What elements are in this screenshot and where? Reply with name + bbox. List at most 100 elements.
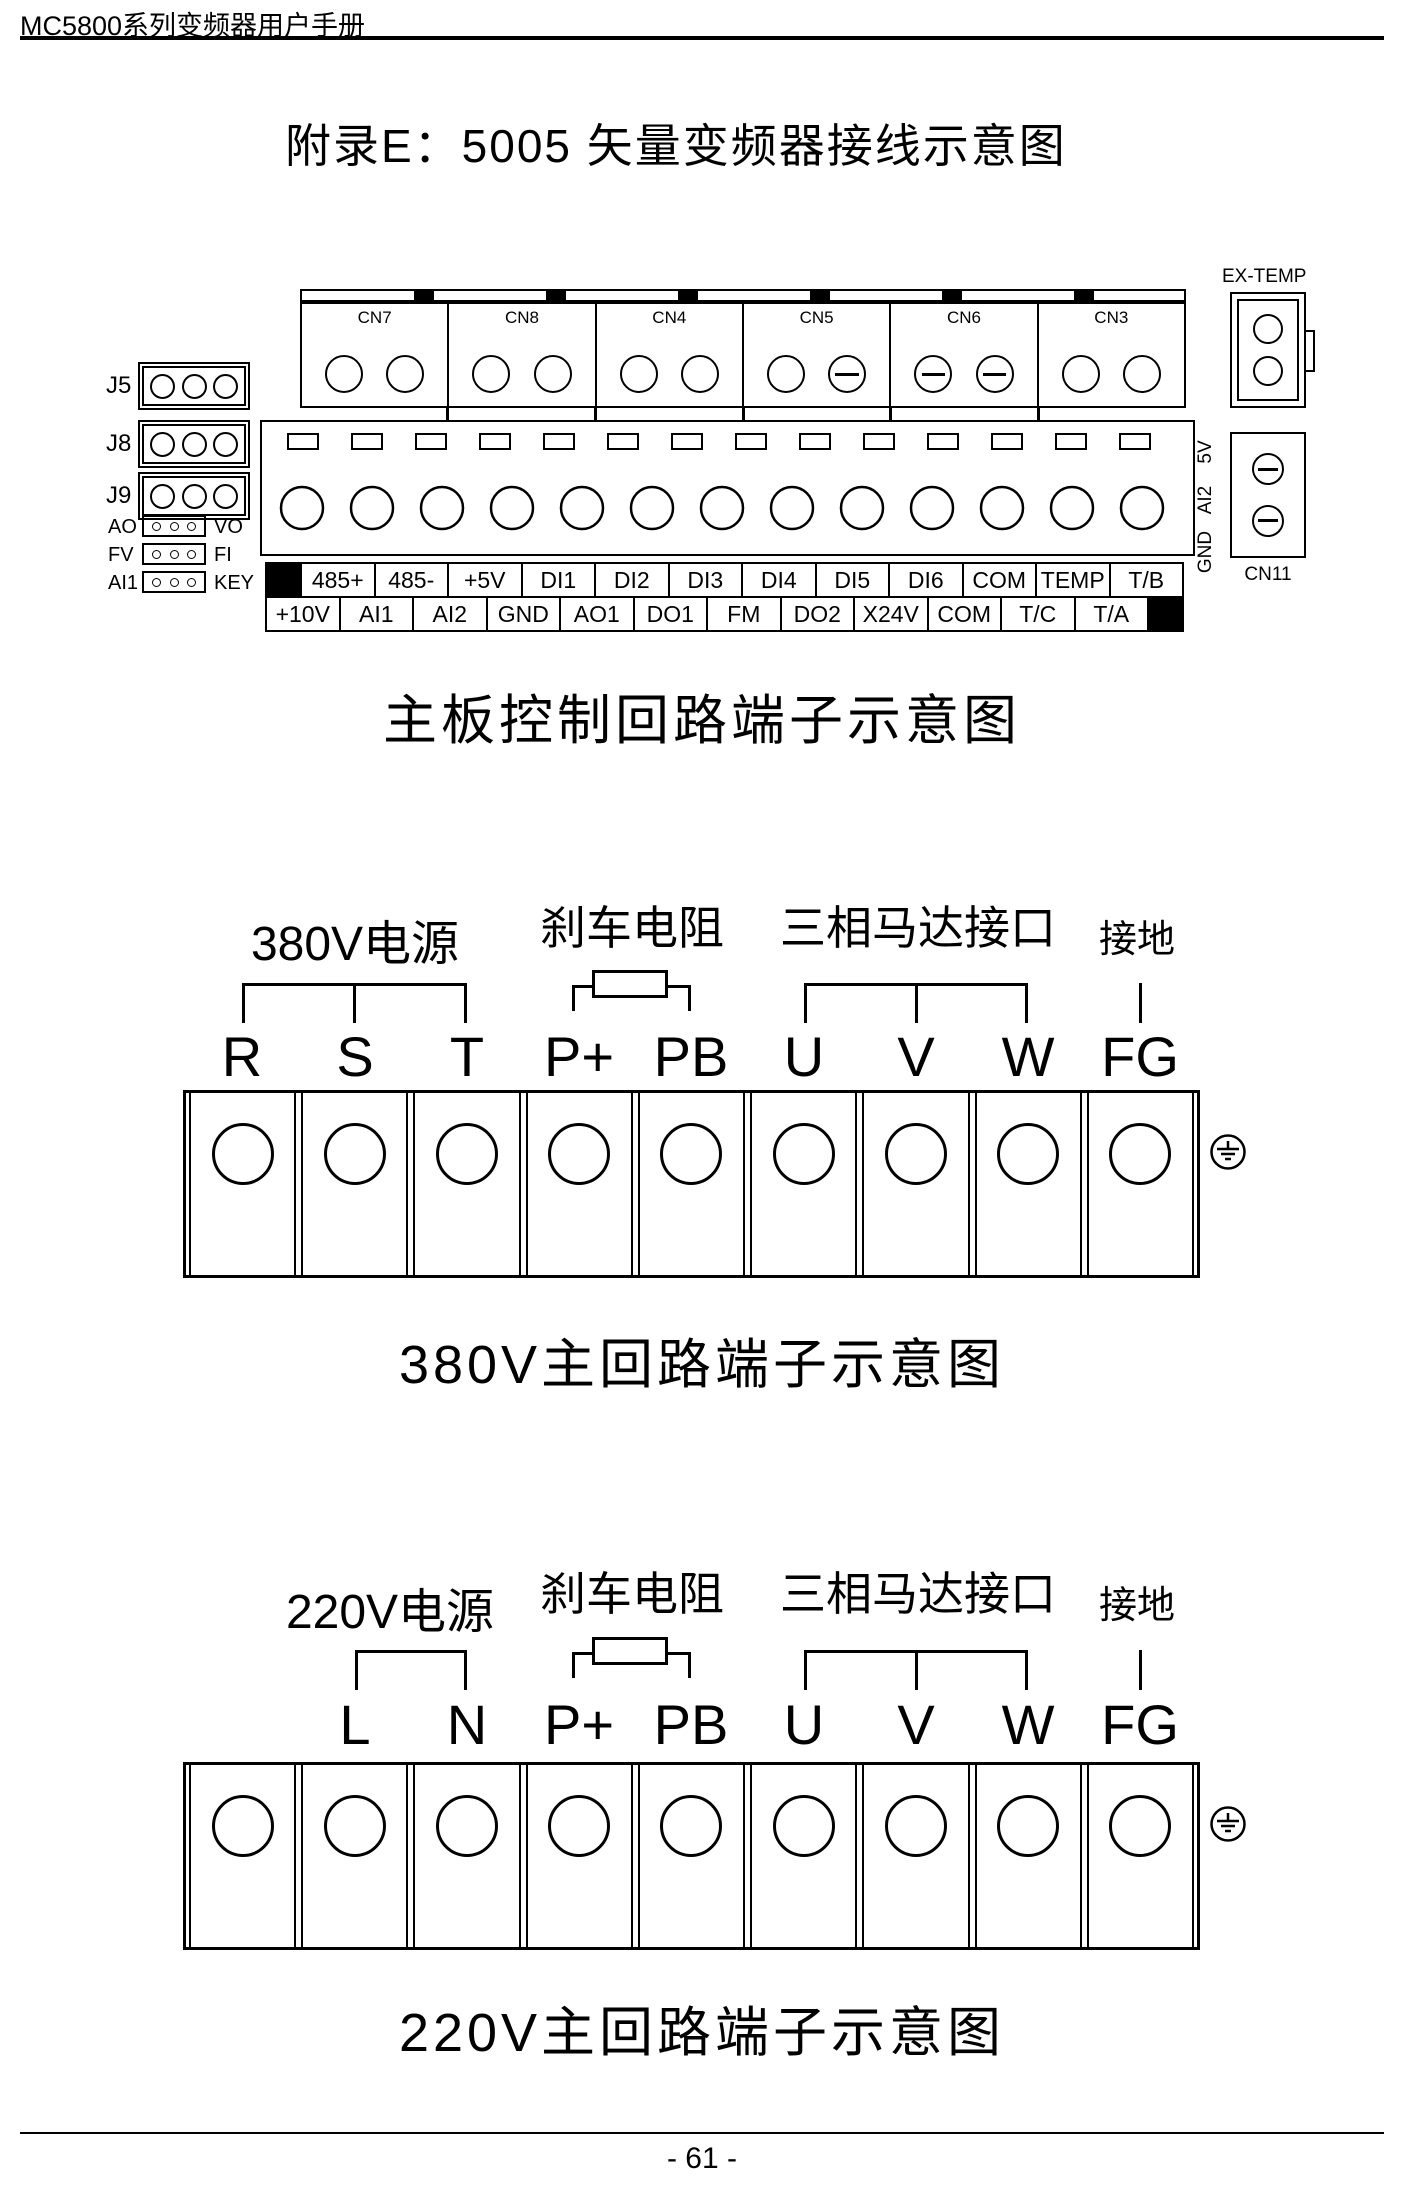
connector-hole	[150, 483, 176, 509]
terminal-cell	[974, 1765, 1082, 1947]
terminal-cell: DI5	[814, 562, 890, 598]
power-220v-label: 220V电源	[285, 1586, 495, 1639]
terminal-cell: +5V	[447, 562, 523, 598]
ground-label: 接地	[1098, 919, 1176, 961]
board-middle-band	[260, 420, 1195, 556]
main-terminal-block-380v	[183, 1090, 1200, 1278]
terminal-cell: DI1	[520, 562, 596, 598]
connector-hole	[212, 483, 238, 509]
connector-section-cn3: CN3	[1039, 304, 1184, 406]
brake-resistor-symbol	[592, 970, 668, 998]
connector-section-cn7: CN7	[302, 304, 450, 406]
terminal-letter: P+	[543, 1693, 615, 1756]
ex-temp-label: EX-TEMP	[1222, 266, 1307, 287]
label-gnd: GND	[1195, 530, 1216, 574]
terminal-screw	[772, 1123, 835, 1185]
connector-label: CN5	[799, 308, 834, 327]
terminal-cell	[525, 1093, 633, 1275]
terminal-cell	[862, 1765, 970, 1947]
page-number: - 61 -	[666, 2142, 738, 2175]
terminal-cell: AO1	[559, 596, 635, 632]
terminal-cell	[525, 1765, 633, 1947]
connector-label: CN6	[946, 308, 981, 327]
terminal-screw	[211, 1795, 274, 1857]
connector-section-cn8: CN8	[449, 304, 597, 406]
terminal-row-bottom: +10V AI1 AI2 GND AO1 DO1 FM DO2 X24V COM…	[265, 596, 1184, 632]
bracket-tick	[914, 1653, 918, 1690]
footer-rule	[20, 2132, 1384, 2134]
brake-resistor-label: 刹车电阻	[540, 1568, 724, 1620]
pin	[152, 577, 162, 587]
ground-label: 接地	[1098, 1585, 1176, 1627]
terminal-cell	[413, 1765, 521, 1947]
terminal-screw	[548, 1123, 611, 1185]
j5-label: J5	[106, 372, 132, 399]
terminal-letter: T	[449, 1025, 485, 1088]
bracket-tick	[914, 986, 918, 1023]
terminal-cell	[974, 1093, 1082, 1275]
terminal-cell: +10V	[265, 596, 341, 632]
terminal-letter: U	[783, 1025, 825, 1088]
jumper-pins	[142, 515, 206, 537]
terminal-end-block	[265, 562, 302, 598]
terminal-letter: R	[221, 1025, 263, 1088]
connector-hole	[680, 355, 719, 393]
terminal-cell: DO2	[779, 596, 855, 632]
board-connector-line	[594, 408, 597, 420]
connector-hole	[325, 355, 364, 393]
terminal-screw	[997, 1123, 1060, 1185]
block-220v-caption: 220V主回路端子示意图	[398, 2003, 1006, 2063]
ex-temp-connector	[1230, 292, 1315, 408]
pin	[152, 521, 162, 531]
header-rule	[20, 36, 1384, 40]
connector-hole	[472, 355, 511, 393]
pin	[186, 577, 196, 587]
connector-hole	[533, 355, 572, 393]
jumper-right-label-vo: VO	[214, 516, 243, 538]
appendix-title: 附录E：5005 矢量变频器接线示意图	[285, 120, 1067, 172]
terminal-letter: P+	[543, 1025, 615, 1088]
terminal-letter: S	[336, 1025, 374, 1088]
jumper-left-label-ai1: AI1	[108, 572, 139, 594]
connector-hole	[212, 373, 238, 399]
pin	[186, 521, 196, 531]
bracket-tick	[353, 986, 356, 1023]
connector-hole	[767, 355, 806, 393]
terminal-cell: AI2	[412, 596, 488, 632]
connector-section-cn4: CN4	[597, 304, 744, 406]
terminal-screw	[436, 1795, 499, 1857]
terminal-cell	[637, 1765, 746, 1947]
terminal-cell	[750, 1765, 858, 1947]
terminal-cell: DI4	[741, 562, 817, 598]
brake-resistor-label: 刹车电阻	[540, 902, 724, 954]
terminal-cell: DI3	[667, 562, 743, 598]
terminal-screw	[1109, 1123, 1172, 1185]
terminal-cell	[1086, 1093, 1194, 1275]
control-board-caption: 主板控制回路端子示意图	[383, 691, 1021, 751]
pin	[169, 549, 179, 559]
terminal-screw	[323, 1795, 386, 1857]
power-wiring-bracket	[242, 983, 467, 1023]
terminal-cell: 485+	[300, 562, 376, 598]
connector-hole	[1253, 313, 1283, 344]
terminal-cell: TEMP	[1035, 562, 1111, 598]
screw-terminal	[914, 355, 953, 393]
pin	[169, 521, 179, 531]
terminal-cell: COM	[926, 596, 1002, 632]
terminal-screw	[884, 1123, 947, 1185]
terminal-cell	[1086, 1765, 1194, 1947]
jumper-pins	[142, 571, 206, 593]
terminal-cell: GND	[485, 596, 561, 632]
terminal-cell: T/A	[1073, 596, 1149, 632]
terminal-cell	[413, 1093, 521, 1275]
connector-hole	[386, 355, 425, 393]
connector-label: CN7	[357, 308, 392, 327]
connector-label: CN8	[504, 308, 539, 327]
jumper-left-label-fv: FV	[108, 544, 134, 566]
terminal-cell: FM	[706, 596, 782, 632]
connector-label: CN4	[652, 308, 687, 327]
pin	[169, 577, 179, 587]
connector-hole	[1061, 355, 1100, 393]
j5-connector	[142, 366, 246, 406]
earth-ground-icon	[1210, 1806, 1246, 1842]
